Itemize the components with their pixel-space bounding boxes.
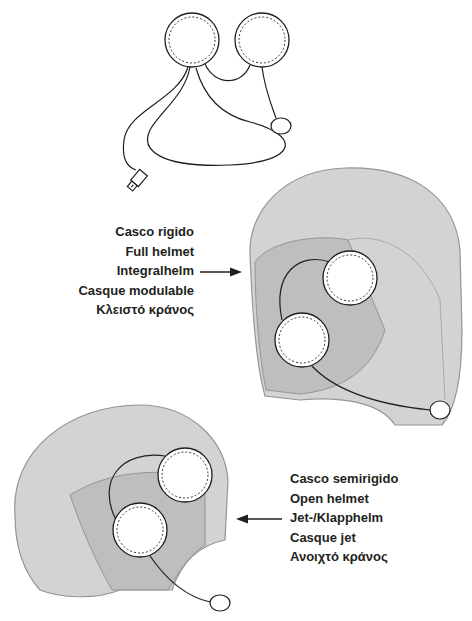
helmet-type-label: Integralhelm xyxy=(78,261,194,281)
full-helmet xyxy=(250,168,462,425)
helmet-type-label: Jet-/Klapphelm xyxy=(290,508,398,528)
main-cable xyxy=(123,67,188,170)
mic-wire xyxy=(262,67,276,118)
helmet-type-label: Ανοιχτό κράνος xyxy=(290,547,398,567)
helmet-type-label: Casque jet xyxy=(290,528,398,548)
pointer-arrows xyxy=(200,268,282,524)
headset-kit xyxy=(123,64,291,192)
connector xyxy=(126,169,147,192)
cable-loop xyxy=(148,67,286,165)
helmet-type-label: Casco rigido xyxy=(78,222,194,242)
full-helmet-labels: Casco rigidoFull helmetIntegralhelmCasqu… xyxy=(78,222,194,320)
helmet-type-label: Casque modulable xyxy=(78,281,194,301)
open-helmet xyxy=(15,405,230,611)
helmet-type-label: Κλειστό κράνος xyxy=(78,300,194,320)
helmet-type-label: Open helmet xyxy=(290,489,398,509)
microphone xyxy=(271,118,291,134)
helmet-type-label: Full helmet xyxy=(78,242,194,262)
speaker-wire xyxy=(205,64,250,81)
open-helmet-labels: Casco semirigidoOpen helmetJet-/Klapphel… xyxy=(290,469,398,567)
helmet-type-label: Casco semirigido xyxy=(290,469,398,489)
